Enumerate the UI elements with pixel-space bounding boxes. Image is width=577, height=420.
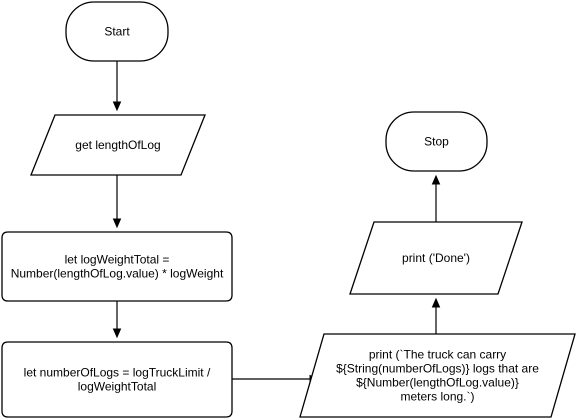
node-label-line: Number(lengthOfLog.value) * logWeight [11, 267, 224, 281]
process-shape [1, 231, 233, 302]
node-label-line: get lengthOfLog [75, 138, 160, 152]
edge-print-result-to-print-done [431, 297, 441, 334]
node-calc-logs: let numberOfLogs = logTruckLimit /logWei… [1, 341, 233, 418]
node-stop: Stop [385, 111, 488, 172]
edge-calc-weight-to-calc-logs [112, 301, 122, 339]
node-label-line: Stop [424, 135, 449, 149]
node-label-line: let logWeightTotal = [65, 253, 170, 267]
terminator-shape [385, 111, 488, 172]
node-label-line: meters long.`) [400, 390, 474, 404]
edge-print-done-to-stop [431, 174, 441, 222]
node-label-line: Start [104, 25, 130, 39]
arrowhead-icon [431, 174, 441, 185]
data-shape [30, 114, 206, 176]
arrowhead-icon [431, 297, 441, 308]
node-print-result: print (`The truck can carry${String(numb… [299, 333, 576, 418]
node-label-line: ${String(numberOfLogs)} logs that are [336, 362, 539, 376]
node-label-line: print (`The truck can carry [369, 348, 506, 362]
terminator-shape [65, 1, 169, 62]
node-input-length: get lengthOfLog [30, 114, 206, 176]
edge-start-to-input-length [112, 61, 122, 112]
arrowhead-icon [112, 218, 122, 229]
node-print-done: print ('Done') [349, 221, 523, 295]
node-label-line: logWeightTotal [78, 380, 157, 394]
node-label-line: print ('Done') [402, 251, 470, 265]
edge-input-length-to-calc-weight [112, 175, 122, 229]
node-label-line: ${Number(lengthOfLog.value)} [356, 376, 519, 390]
data-shape [349, 221, 523, 295]
edge-calc-logs-to-print-result [232, 374, 320, 384]
process-shape [1, 341, 233, 418]
data-shape [299, 333, 576, 418]
arrowhead-icon [112, 328, 122, 339]
node-start: Start [65, 1, 169, 62]
node-label-line: let numberOfLogs = logTruckLimit / [24, 366, 211, 380]
node-calc-weight: let logWeightTotal =Number(lengthOfLog.v… [1, 231, 233, 302]
arrowhead-icon [112, 101, 122, 112]
